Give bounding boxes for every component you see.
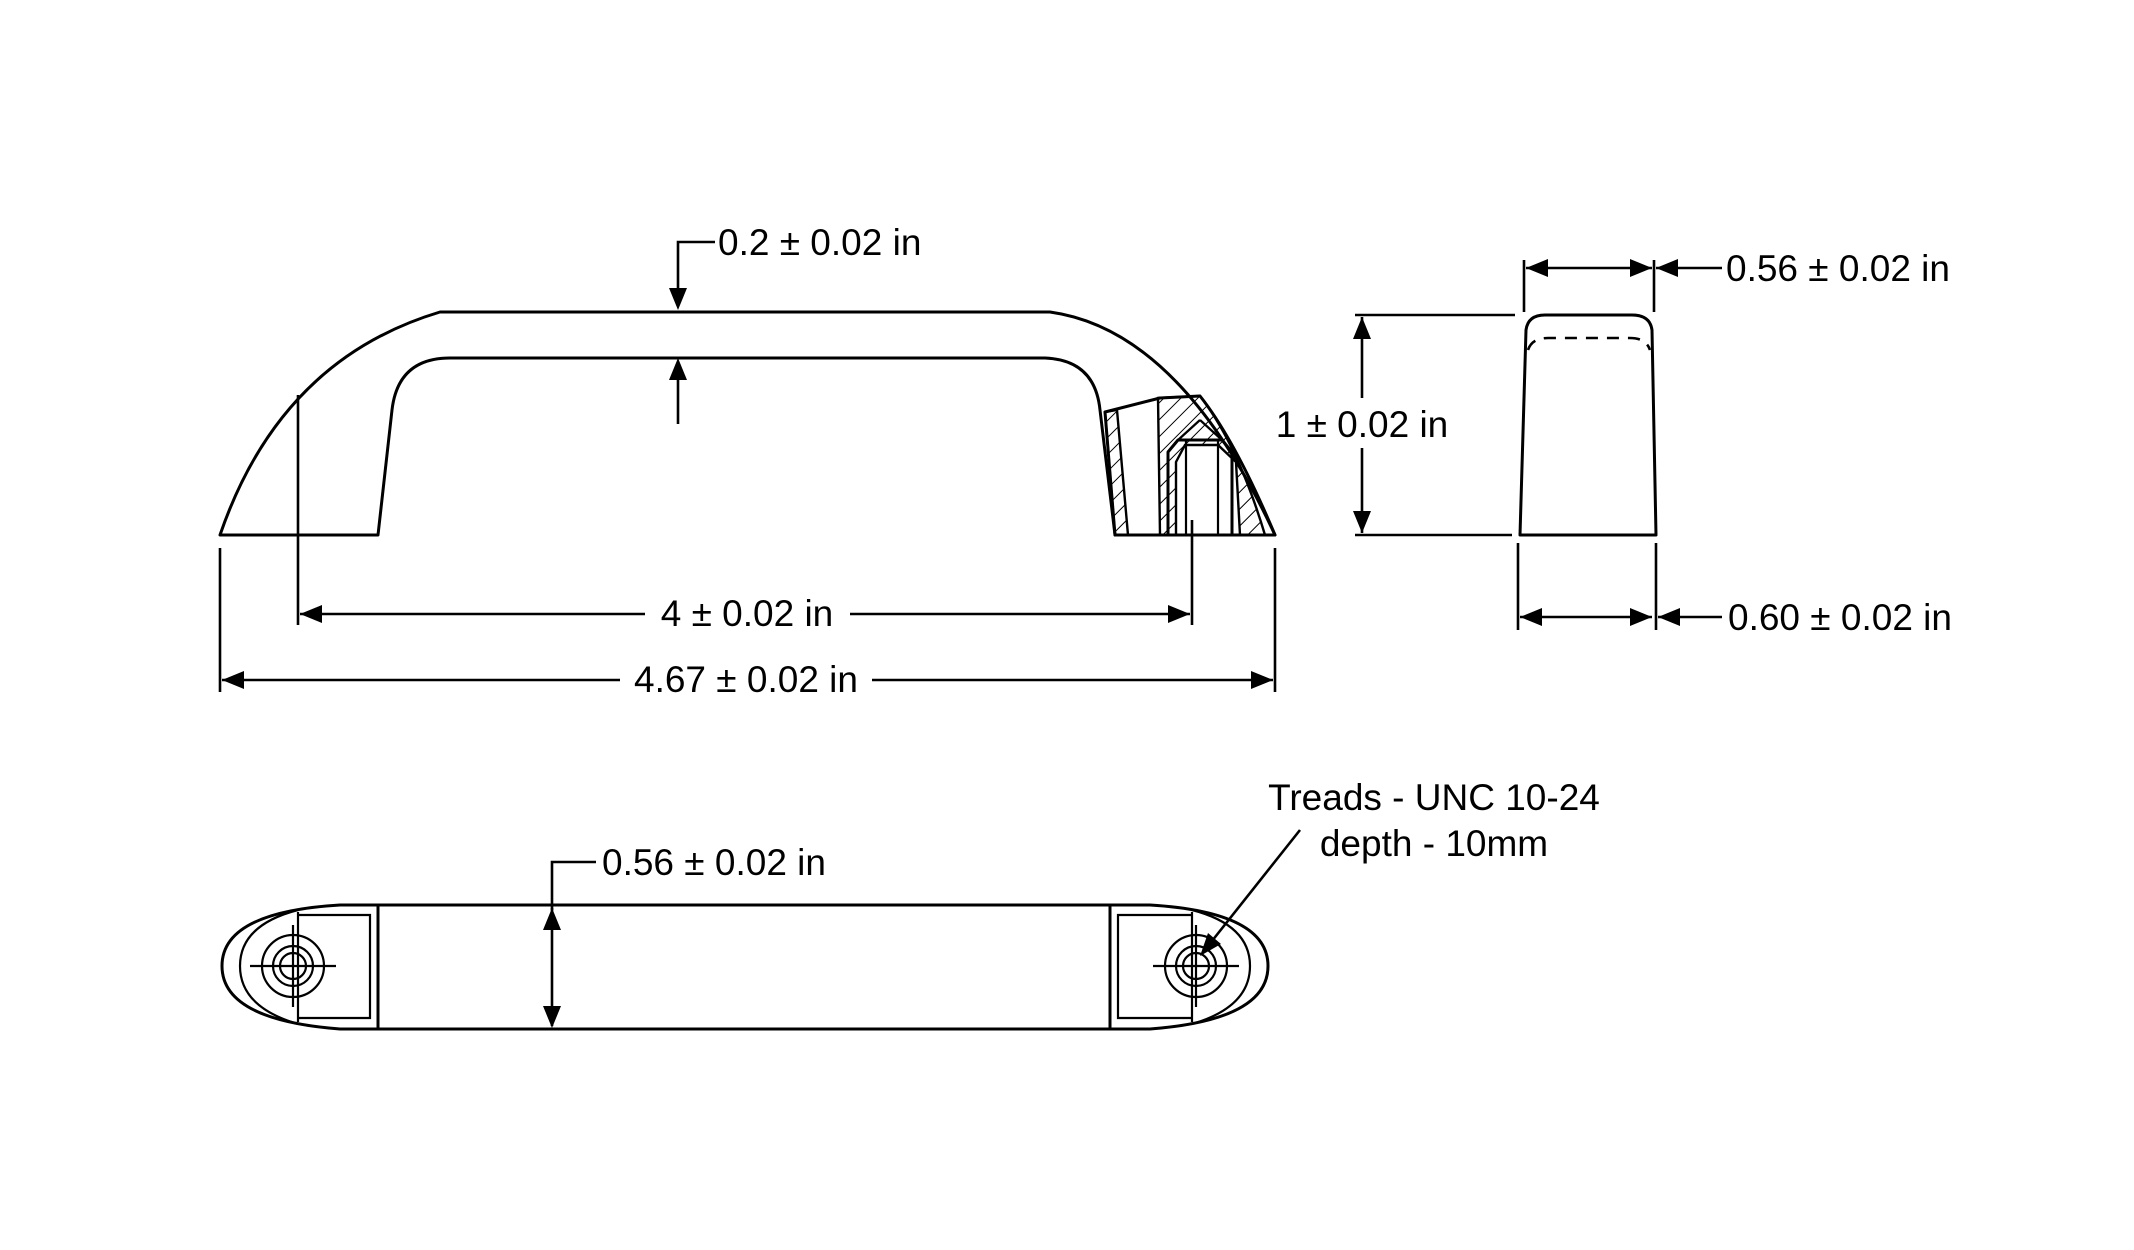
thread-note-line1: Treads - UNC 10-24 bbox=[1268, 777, 1600, 818]
thread-leader-arrowhead bbox=[1200, 933, 1221, 956]
overall-length-label: 4.67 ± 0.02 in bbox=[634, 659, 858, 700]
handle-top-outline bbox=[220, 903, 1270, 1031]
arrowhead-height-bottom bbox=[1353, 511, 1371, 533]
thread-hole-left bbox=[250, 925, 336, 1007]
end-top-width-label: 0.56 ± 0.02 in bbox=[1726, 248, 1950, 289]
arrowhead-thickness-top bbox=[669, 288, 687, 310]
arrowhead-length-right bbox=[1251, 671, 1273, 689]
section-hatch-boss bbox=[1156, 394, 1267, 537]
top-thickness-label: 0.2 ± 0.02 in bbox=[718, 222, 921, 263]
top-view: 0.56 ± 0.02 in Treads - UNC 10-24 depth … bbox=[220, 777, 1600, 1031]
end-view: 0.56 ± 0.02 in 1 ± 0.02 in 0.60 ± 0.02 i… bbox=[1268, 248, 1952, 638]
topview-width-label: 0.56 ± 0.02 in bbox=[602, 842, 826, 883]
section-hatch-wall-left bbox=[1103, 408, 1130, 537]
arrowhead-topwidth-outside bbox=[1656, 259, 1678, 277]
thread-hole-right bbox=[1153, 925, 1239, 1007]
end-bottom-width-label: 0.60 ± 0.02 in bbox=[1728, 597, 1952, 638]
arrowhead-topwidth-right bbox=[1630, 259, 1652, 277]
side-view: 4 ± 0.02 in 4.67 ± 0.02 in 0.2 ± 0.02 in bbox=[218, 222, 1277, 700]
arrowhead-hole-left bbox=[300, 605, 322, 623]
arrowhead-bottomwidth-left bbox=[1520, 608, 1542, 626]
arrowhead-bottomwidth-right bbox=[1630, 608, 1652, 626]
arrowhead-length-left bbox=[222, 671, 244, 689]
hidden-edge bbox=[1526, 336, 1652, 351]
arrowhead-topwidth-left bbox=[1526, 259, 1548, 277]
arrowhead-bottomwidth-outside bbox=[1658, 608, 1680, 626]
arrowhead-topview-width-bottom bbox=[543, 1006, 561, 1028]
end-height-label: 1 ± 0.02 in bbox=[1276, 404, 1449, 445]
hole-spacing-label: 4 ± 0.02 in bbox=[661, 593, 834, 634]
arrowhead-height-top bbox=[1353, 317, 1371, 339]
arrowhead-hole-right bbox=[1168, 605, 1190, 623]
thread-note-line2: depth - 10mm bbox=[1320, 823, 1548, 864]
handle-end-outline bbox=[1518, 313, 1658, 537]
arrowhead-thickness-bottom bbox=[669, 358, 687, 380]
threaded-bore bbox=[1166, 438, 1234, 537]
thread-leader-line bbox=[1206, 829, 1302, 947]
arrowhead-topview-width-top bbox=[543, 908, 561, 930]
